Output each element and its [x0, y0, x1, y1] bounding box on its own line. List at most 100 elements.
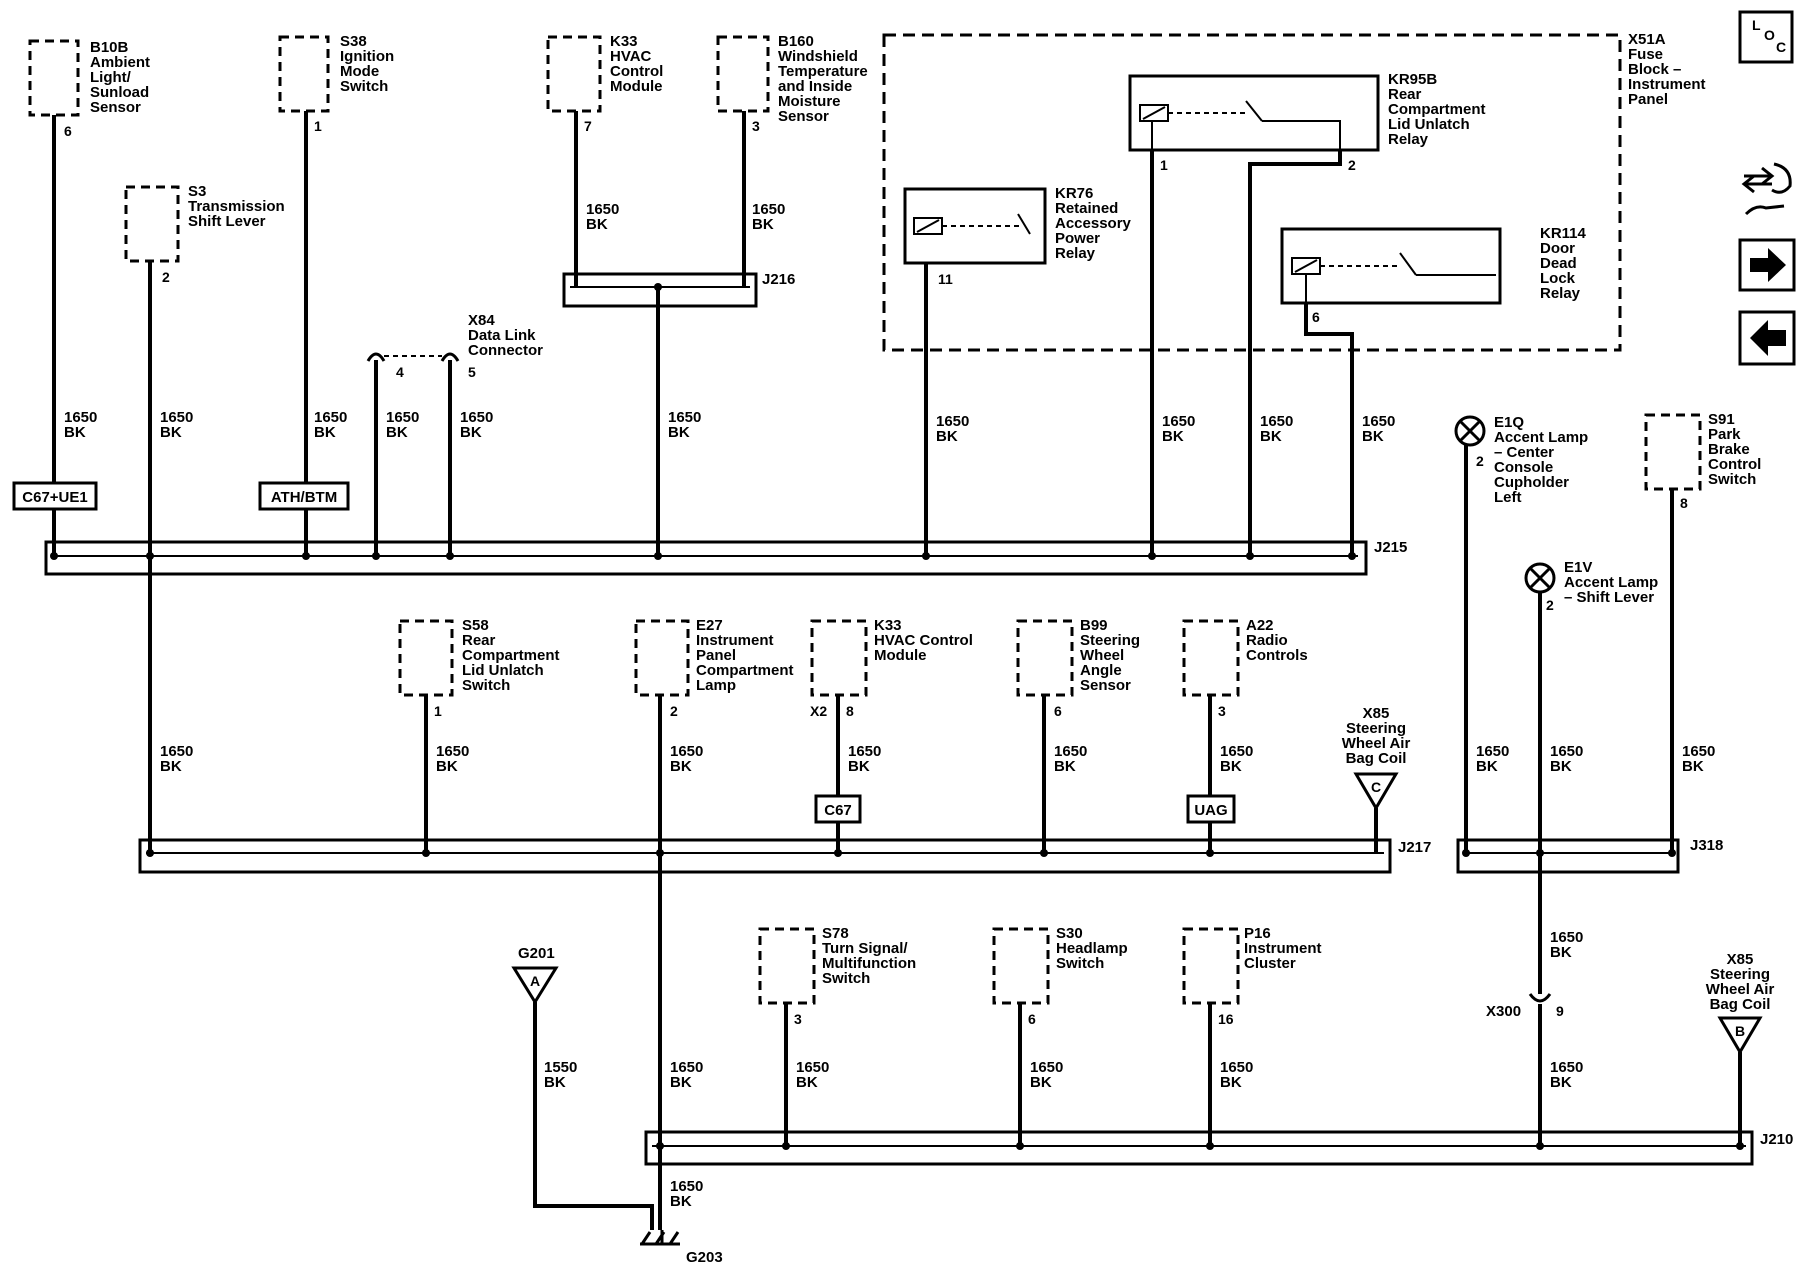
svg-text:ATH/BTM: ATH/BTM	[271, 489, 337, 506]
splice-j210[interactable]: J210	[644, 1130, 1793, 1166]
svg-text:UAG: UAG	[1194, 802, 1227, 819]
connector-label: X2	[810, 703, 827, 719]
splice-j216[interactable]: J216	[562, 271, 795, 308]
pin-label: 1	[434, 703, 442, 719]
svg-text:X300: X300	[1486, 1003, 1521, 1020]
splice-j215[interactable]: J215	[44, 539, 1407, 576]
svg-text:G203: G203	[686, 1249, 723, 1266]
option-ath-btm: ATH/BTM	[258, 481, 350, 511]
splice-j318[interactable]: J318	[1456, 837, 1723, 874]
component-g201[interactable]: G201 A	[511, 945, 559, 1005]
svg-text:J318: J318	[1690, 837, 1723, 854]
svg-text:B: B	[1735, 1023, 1745, 1039]
svg-text:G201: G201	[518, 945, 555, 962]
next-page-arrow-icon[interactable]	[1738, 238, 1796, 292]
svg-text:J216: J216	[762, 271, 795, 288]
svg-text:J215: J215	[1374, 539, 1407, 556]
pin-label: 9	[1556, 1003, 1564, 1019]
pin-label: 7	[584, 118, 592, 134]
harness-routing-icon[interactable]	[1741, 162, 1792, 216]
option-uag: UAG	[1186, 794, 1236, 824]
svg-text:C67: C67	[824, 802, 852, 819]
inline-connector-x300[interactable]: X300 9	[1486, 993, 1564, 1020]
pin-label: 1	[314, 118, 322, 134]
option-c67-ue1: C67+UE1	[12, 481, 98, 511]
pin-label: 16	[1218, 1011, 1234, 1027]
pin-label: 6	[1312, 309, 1320, 325]
svg-text:O: O	[1764, 27, 1775, 43]
pin-label: 2	[1348, 157, 1356, 173]
svg-text:C: C	[1371, 779, 1381, 795]
pin-label: 4	[396, 364, 404, 380]
pin-label: 3	[794, 1011, 802, 1027]
svg-text:J210: J210	[1760, 1131, 1793, 1148]
component-location-icon[interactable]: L O C	[1738, 10, 1794, 64]
splice-j217[interactable]: J217	[138, 838, 1431, 874]
svg-text:A: A	[530, 973, 540, 989]
component-g203[interactable]: G203	[640, 1230, 723, 1266]
pin-label: 2	[1476, 453, 1484, 469]
previous-page-arrow-icon[interactable]	[1738, 310, 1796, 366]
pin-label: 2	[1546, 597, 1554, 613]
pin-label: 6	[64, 123, 72, 139]
